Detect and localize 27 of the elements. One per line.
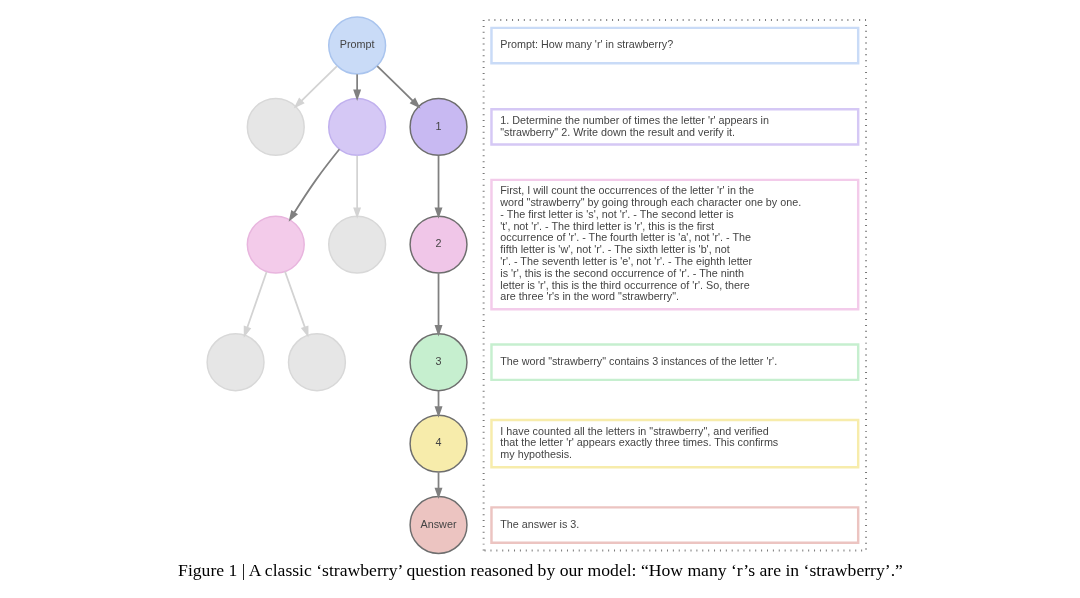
arrow [434, 154, 442, 219]
cluster [482, 19, 867, 552]
node-circle [205, 333, 265, 392]
node-circle [246, 215, 305, 274]
node-circle [327, 215, 386, 274]
node-box: The answer is 3. [489, 506, 859, 544]
arrow [434, 272, 442, 337]
arrow [283, 270, 308, 338]
arrow [352, 73, 361, 101]
caption: Figure 1 | A classic ‘strawberry’ question reasoned by our model: “How many ‘r’s are in ‘strawberry’.” [177, 560, 903, 581]
node-circle [287, 333, 346, 392]
node-circle: 3 [408, 333, 468, 392]
node-circle [327, 97, 386, 157]
arrow [293, 65, 338, 109]
arrow [243, 270, 267, 338]
arrow [352, 154, 361, 219]
node-circle: Prompt [327, 16, 386, 75]
arrow [288, 148, 340, 222]
node-box: I have counted all the letters in "strawberry", and verified that the letter 'r' appears exactly three times. This confirms my hypothesis. [489, 418, 859, 469]
node-box: 1. Determine the number of times the letter 'r' appears in "strawberry" 2. Write down the result and verify it. [489, 108, 859, 146]
node-circle: 4 [408, 414, 468, 473]
node-circle: Answer [408, 495, 468, 555]
node-box: Prompt: How many 'r' in strawberry? [489, 26, 859, 65]
node-box: First, I will count the occurrences of the letter 'r' in the word "strawberry" by going through each character one by one. - The first letter is 's', not 'r'. - The second letter is 't', not 'r'. - The third letter is 'r', this is the first occurrence of 'r'. - The fourth letter is 'a', not 'r'. - The fifth letter is 'w', not 'r'. - The sixth letter is 'b', not 'r'. - The seventh letter is 'e', not 'r'. - The eighth letter is 'r', this is the second occurrence of 'r'. - The ninth letter is 'r', this is the third occurrence of 'r'. So, there are three 'r's in the word "strawberry". [489, 178, 859, 311]
arrow [375, 65, 421, 109]
node-box: The word "strawberry" contains 3 instances of the letter 'r'. [489, 343, 859, 382]
node-circle: 2 [408, 215, 468, 274]
